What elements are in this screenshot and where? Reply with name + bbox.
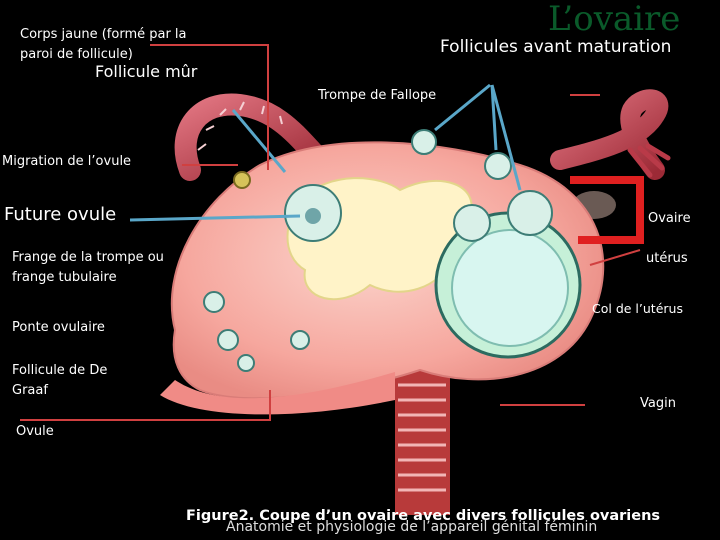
label-ponte: Ponte ovulaire [12, 320, 105, 335]
label-vagin: Vagin [640, 396, 676, 411]
label-migration: Migration de l’ovule [2, 154, 132, 169]
label-future-ovule: Future ovule [4, 204, 117, 225]
label-follicules-avant: Follicules avant maturation [440, 37, 672, 57]
label-uterus: utérus [646, 251, 688, 266]
label-trompe: Trompe de Fallope [318, 88, 437, 103]
label-frange-1: Frange de la trompe ou [12, 250, 164, 265]
page-title: L’ovaire [548, 0, 681, 39]
fallopian-tube-left-folds [197, 101, 283, 151]
vagina-folds [398, 383, 446, 492]
fimbriae-right [627, 143, 671, 178]
figure-caption: Figure2. Coupe d’un ovaire avec divers f… [186, 508, 661, 524]
label-frange-2: frange tubulaire [12, 270, 117, 285]
vagina [395, 370, 450, 515]
fallopian-tube-right [550, 89, 669, 180]
label-degraaf-1: Follicule de De [12, 363, 108, 378]
label-ovule: Ovule [16, 424, 54, 439]
pointer-lines [20, 44, 641, 421]
blue-arrows [129, 83, 522, 222]
future-ovule-cell [305, 208, 321, 224]
ovary-base [160, 372, 395, 415]
label-corps-jaune-2: paroi de follicule) [20, 47, 133, 62]
figure-subcaption: Anatomie et physiologie de l’appareil gé… [226, 519, 598, 535]
label-col: Col de l’utérus [592, 301, 683, 316]
label-corps-jaune: Corps jaune (formé par la [20, 27, 187, 42]
label-follicule-mur: Follicule mûr [95, 62, 198, 81]
label-ovaire: Ovaire [648, 211, 691, 226]
corpus-luteum [233, 171, 251, 189]
graafian-antrum [451, 229, 569, 347]
fallopian-tube-left [174, 93, 331, 181]
ovaire-pointer [570, 176, 644, 244]
label-degraaf-2: Graaf [12, 383, 48, 398]
